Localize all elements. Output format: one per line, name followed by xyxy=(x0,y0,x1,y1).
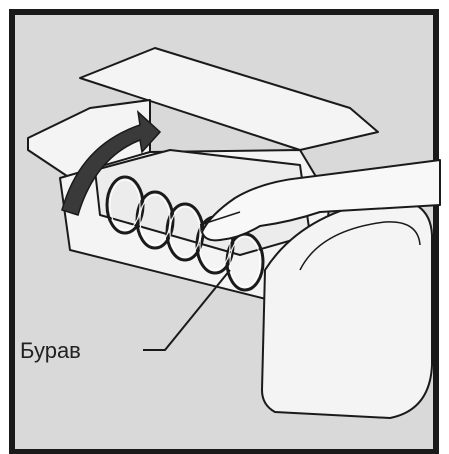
auger-coil xyxy=(105,175,265,292)
auger-label: Бурав xyxy=(20,338,81,363)
rotation-arrow xyxy=(61,110,162,216)
callout-line xyxy=(143,269,231,351)
hand xyxy=(199,159,441,242)
